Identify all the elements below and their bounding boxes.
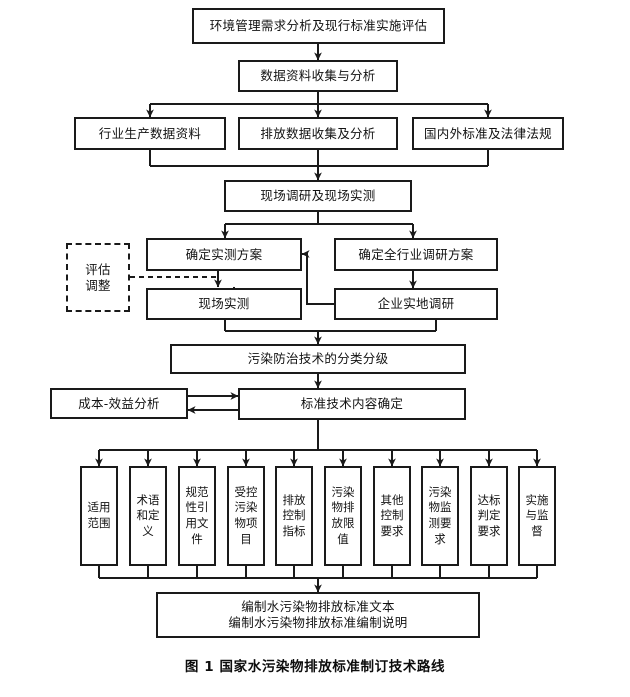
- content-box-other-requirements[interactable]: 其他控制要求: [373, 466, 411, 566]
- node-data-collection-label: 数据资料收集与分析: [260, 68, 376, 84]
- node-final-output-label: 编制水污染物排放标准文本 编制水污染物排放标准编制说明: [228, 599, 408, 630]
- content-box-normative-refs-label: 规范性引用文件: [185, 484, 209, 546]
- content-box-normative-refs[interactable]: 规范性引用文件: [178, 466, 216, 566]
- node-determine-measure-plan[interactable]: 确定实测方案: [146, 238, 302, 271]
- node-need-analysis-label: 环境管理需求分析及现行标准实施评估: [209, 18, 428, 34]
- content-box-other-requirements-label: 其他控制要求: [380, 492, 404, 538]
- node-industry-production-data-label: 行业生产数据资料: [98, 125, 202, 141]
- node-onsite-measurement-label: 现场实测: [198, 296, 250, 312]
- node-evaluate-adjust[interactable]: 评估 调整: [66, 243, 130, 312]
- node-cost-benefit-label: 成本-效益分析: [78, 395, 160, 411]
- node-industry-production-data[interactable]: 行业生产数据资料: [74, 117, 226, 150]
- content-box-emission-limits[interactable]: 污染物排放限值: [324, 466, 362, 566]
- node-standard-content-label: 标准技术内容确定: [300, 396, 404, 412]
- node-evaluate-adjust-label: 评估 调整: [85, 261, 111, 293]
- content-box-emission-control-index[interactable]: 排放控制指标: [275, 466, 313, 566]
- content-box-controlled-pollutants-label: 受控污染物项目: [234, 484, 258, 546]
- node-enterprise-site-survey-label: 企业实地调研: [377, 296, 455, 312]
- content-box-monitoring-requirements[interactable]: 污染物监测要求: [421, 466, 459, 566]
- node-standard-content[interactable]: 标准技术内容确定: [238, 388, 466, 420]
- content-box-emission-control-index-label: 排放控制指标: [282, 492, 306, 538]
- content-box-compliance-judgement-label: 达标判定要求: [477, 492, 501, 538]
- content-box-controlled-pollutants[interactable]: 受控污染物项目: [227, 466, 265, 566]
- node-final-output[interactable]: 编制水污染物排放标准文本 编制水污染物排放标准编制说明: [156, 592, 480, 638]
- content-box-monitoring-requirements-label: 污染物监测要求: [428, 484, 452, 546]
- node-data-collection[interactable]: 数据资料收集与分析: [238, 60, 398, 92]
- node-standards-laws[interactable]: 国内外标准及法律法规: [412, 117, 564, 150]
- node-standards-laws-label: 国内外标准及法律法规: [423, 125, 552, 141]
- node-cost-benefit[interactable]: 成本-效益分析: [50, 388, 188, 419]
- node-enterprise-site-survey[interactable]: 企业实地调研: [334, 288, 498, 320]
- node-determine-industry-survey-plan[interactable]: 确定全行业调研方案: [334, 238, 498, 271]
- content-box-implementation-supervision-label: 实施与监督: [525, 492, 549, 538]
- content-box-implementation-supervision[interactable]: 实施与监督: [518, 466, 556, 566]
- node-emission-data-label: 排放数据收集及分析: [260, 125, 376, 141]
- node-need-analysis[interactable]: 环境管理需求分析及现行标准实施评估: [192, 8, 445, 44]
- content-box-scope[interactable]: 适用范围: [80, 466, 118, 566]
- content-box-terms-label: 术语和定义: [136, 492, 160, 538]
- content-box-scope-label: 适用范围: [87, 500, 111, 530]
- node-emission-data[interactable]: 排放数据收集及分析: [238, 117, 398, 150]
- edge-enterprise-to-measureplan: [301, 250, 334, 305]
- node-tech-classification[interactable]: 污染防治技术的分类分级: [170, 344, 466, 374]
- node-onsite-measurement[interactable]: 现场实测: [146, 288, 302, 320]
- node-field-survey-label: 现场调研及现场实测: [260, 188, 376, 204]
- node-field-survey[interactable]: 现场调研及现场实测: [224, 180, 412, 212]
- content-box-terms[interactable]: 术语和定义: [129, 466, 167, 566]
- content-box-compliance-judgement[interactable]: 达标判定要求: [470, 466, 508, 566]
- figure-caption: 图 1 国家水污染物排放标准制订技术路线: [184, 659, 446, 675]
- node-tech-classification-label: 污染防治技术的分类分级: [247, 351, 389, 367]
- content-box-emission-limits-label: 污染物排放限值: [331, 484, 355, 546]
- node-determine-measure-plan-label: 确定实测方案: [185, 246, 263, 262]
- node-determine-industry-survey-plan-label: 确定全行业调研方案: [358, 246, 474, 262]
